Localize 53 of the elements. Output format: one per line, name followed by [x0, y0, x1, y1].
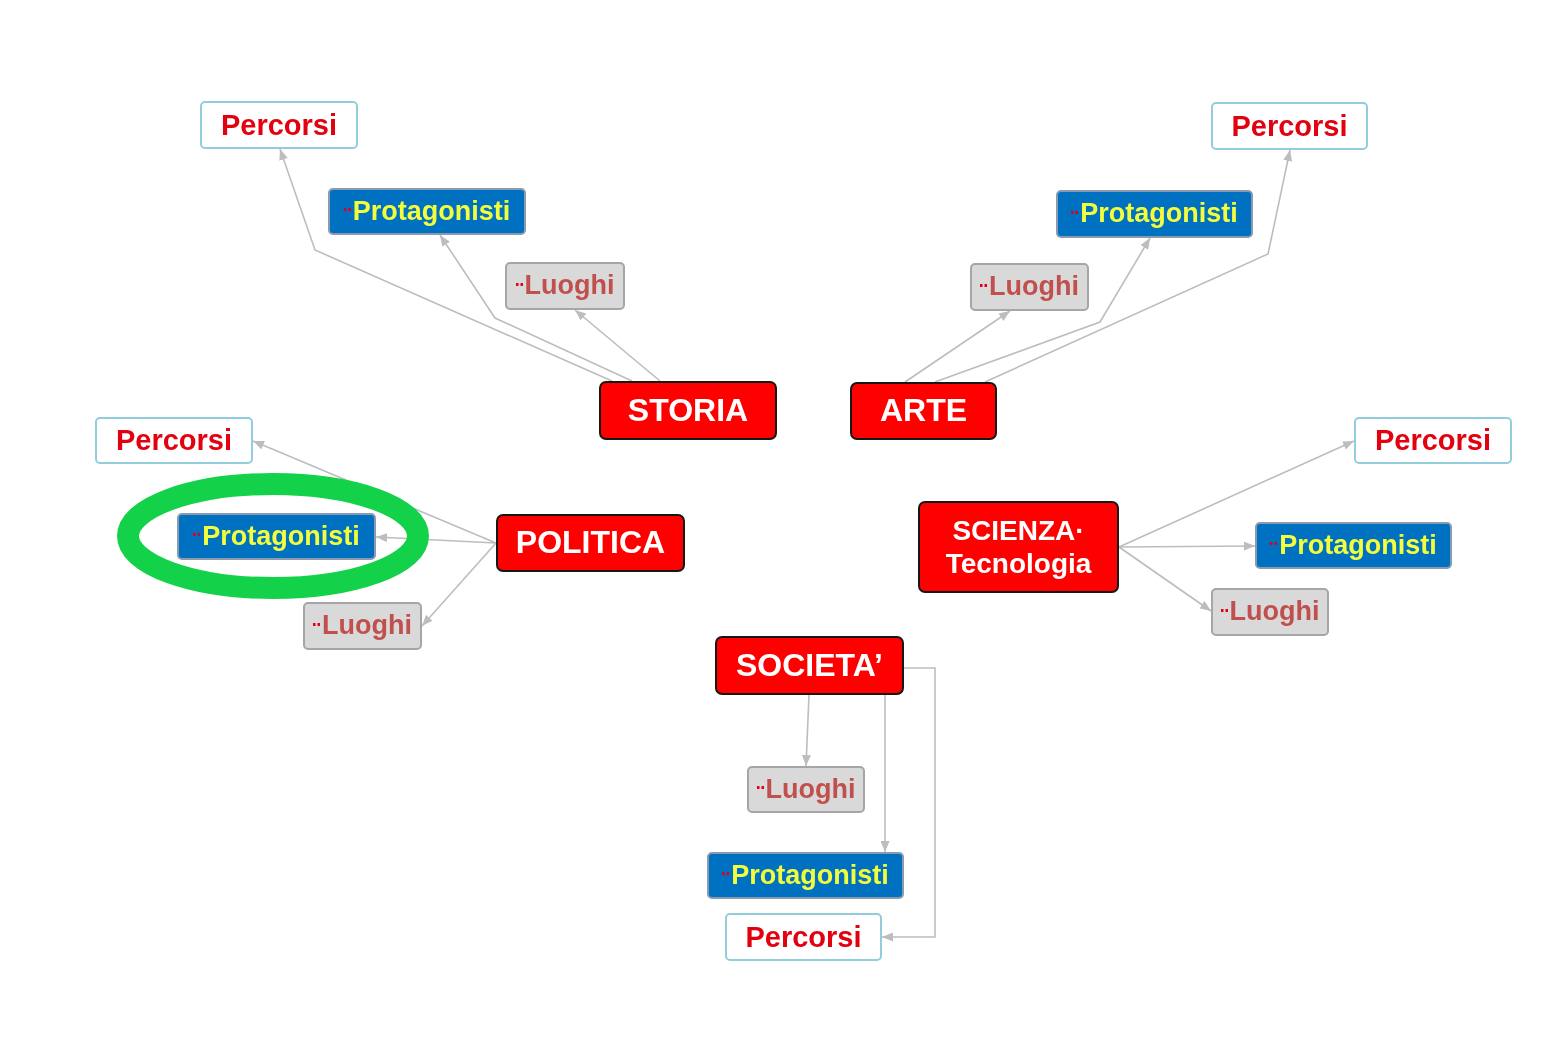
topic-box	[599, 381, 777, 440]
node-label: Percorsi	[220, 107, 338, 143]
subtopic-box	[725, 913, 882, 961]
node-label: STORIA	[627, 391, 749, 430]
subtopic-box	[1255, 522, 1452, 569]
subtopic-box	[303, 602, 422, 650]
node-label: Protagonisti	[1279, 529, 1437, 562]
arrow	[1118, 440, 1355, 548]
node-label: ARTE	[879, 392, 968, 430]
arrow	[279, 148, 613, 382]
arrow	[934, 237, 1151, 383]
topic-box	[715, 636, 904, 695]
node-label: Protagonisti	[352, 195, 511, 228]
arrow	[801, 694, 811, 767]
subtopic-box	[747, 766, 865, 813]
subtopic-box	[200, 101, 358, 149]
node-label: SOCIETA’	[736, 646, 883, 685]
arrow	[421, 542, 497, 627]
node-label: Protagonisti	[1080, 198, 1238, 230]
arrow	[880, 694, 890, 853]
subtopic-box	[1056, 190, 1253, 238]
subtopic-box	[95, 417, 253, 464]
node-label: Protagonisti	[731, 859, 889, 892]
subtopic-box	[1354, 417, 1512, 464]
node-label: POLITICA	[515, 524, 666, 562]
node-label: Luoghi	[322, 610, 412, 642]
node-label: Percorsi	[1374, 423, 1492, 458]
node-label: Luoghi	[989, 271, 1079, 303]
node-label: Percorsi	[115, 423, 233, 458]
arrow	[574, 309, 661, 382]
subtopic-box	[970, 263, 1089, 311]
node-label: Percorsi	[1231, 108, 1348, 144]
node-label: SCIENZA· Tecnologia	[944, 513, 1093, 581]
node-label: Percorsi	[745, 919, 862, 955]
node-label: Luoghi	[1229, 596, 1320, 628]
node-label: Luoghi	[524, 270, 615, 302]
node-label: Luoghi	[765, 773, 856, 806]
subtopic-box	[707, 852, 904, 899]
arrow	[1118, 541, 1256, 551]
subtopic-box	[328, 188, 526, 235]
topic-box	[918, 501, 1119, 593]
arrow	[881, 667, 936, 942]
subtopic-box	[1211, 588, 1329, 636]
arrow	[984, 149, 1293, 383]
node-label: Protagonisti	[202, 520, 360, 553]
arrow	[439, 234, 633, 382]
subtopic-box	[505, 262, 625, 310]
arrow	[904, 310, 1011, 383]
subtopic-box	[177, 513, 376, 560]
arrow	[1118, 546, 1212, 612]
topic-box	[496, 514, 685, 572]
subtopic-box	[1211, 102, 1368, 150]
topic-box	[850, 382, 997, 440]
